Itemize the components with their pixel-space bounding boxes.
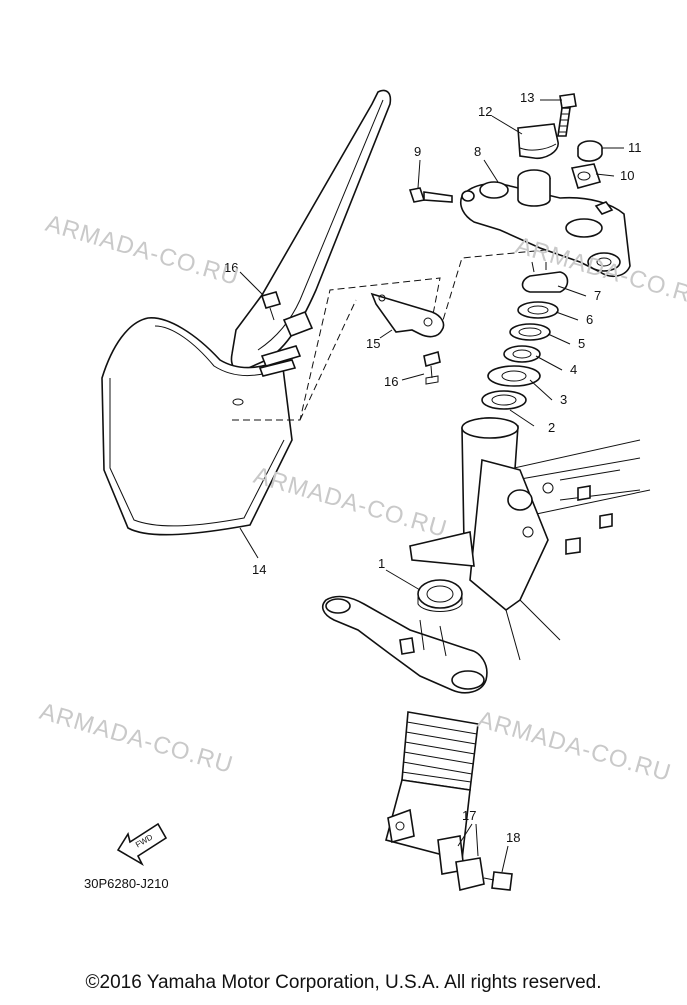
callout-17: 17 [462, 808, 476, 823]
callout-5: 5 [578, 336, 585, 351]
bolt-18 [483, 871, 513, 891]
ring-nut-6 [517, 301, 559, 319]
callout-9: 9 [414, 144, 421, 159]
assembly-line-bracket [439, 249, 546, 331]
upper-triple-clamp-8 [459, 169, 631, 278]
washer-5 [509, 323, 551, 341]
handlebar-cap-12 [517, 123, 559, 160]
assembly-line-plate [232, 277, 441, 421]
crown-nut-10 [570, 163, 602, 189]
figure-code: 30P6280-J210 [84, 876, 169, 891]
ring-nut-4 [503, 345, 541, 363]
callout-18: 18 [506, 830, 520, 845]
bearing-cover-3 [487, 365, 541, 387]
callout-1: 1 [378, 556, 385, 571]
callout-10: 10 [620, 168, 634, 183]
lower-triple-clamp [321, 595, 488, 694]
number-plate [101, 89, 392, 536]
callout-3: 3 [560, 392, 567, 407]
copyright-notice: ©2016 Yamaha Motor Corporation, U.S.A. A… [85, 972, 602, 993]
front-fork [385, 711, 479, 862]
callout-7: 7 [594, 288, 601, 303]
bolt-16-lower [423, 350, 441, 385]
fwd-arrow-icon: FWD [116, 822, 168, 867]
callout-16: 16 [384, 374, 398, 389]
lock-washer-7 [521, 261, 569, 293]
callout-15: 15 [366, 336, 380, 351]
bearing-1 [417, 579, 463, 612]
bolt-9 [408, 187, 453, 203]
hose-clamp-17 [437, 835, 485, 891]
callout-6: 6 [586, 312, 593, 327]
bearing-2 [481, 390, 527, 410]
bolt-13 [557, 93, 577, 137]
callout-8: 8 [474, 144, 481, 159]
leader-lines [239, 99, 624, 873]
callout-16: 16 [224, 260, 238, 275]
bolt-16-upper [260, 291, 282, 321]
frame-steering-head [409, 417, 651, 661]
callout-13: 13 [520, 90, 534, 105]
bracket-15 [370, 292, 445, 338]
callout-11: 11 [628, 140, 642, 155]
callout-4: 4 [570, 362, 577, 377]
callout-12: 12 [478, 104, 492, 119]
plug-11 [577, 140, 603, 162]
callout-2: 2 [548, 420, 555, 435]
callout-14: 14 [252, 562, 266, 577]
